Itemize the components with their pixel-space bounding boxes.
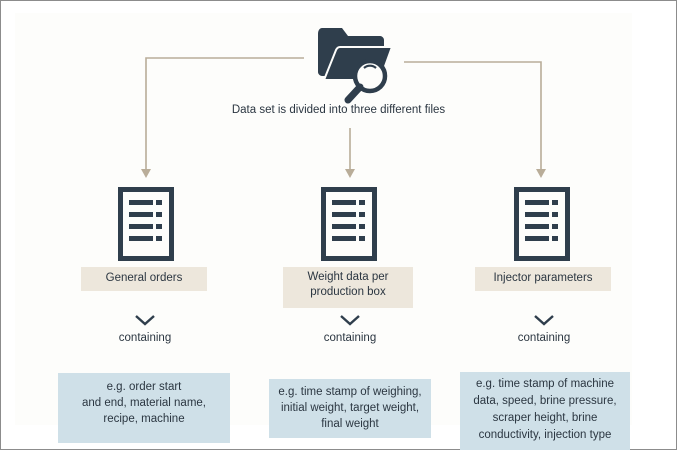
file-title-line: Weight data per: [307, 271, 389, 283]
file-title-injector-parameters: Injector parameters: [475, 267, 611, 291]
containing-label: containing: [118, 332, 172, 344]
content-line: e.g. order start: [106, 381, 182, 393]
content-box-weight-data: e.g. time stamp of weighing, initial wei…: [269, 379, 431, 438]
content-box-injector-parameters: e.g. time stamp of machine data, speed, …: [460, 372, 630, 450]
arrowhead-center: [345, 169, 355, 178]
content-line: conductivity, injection type: [478, 429, 612, 441]
content-line: e.g. time stamp of weighing,: [278, 386, 422, 398]
document-list-icon: [514, 187, 570, 261]
containing-label: containing: [323, 332, 377, 344]
document-list-icon: [321, 187, 377, 261]
content-box-general-orders: e.g. order start and end, material name,…: [58, 373, 230, 443]
arrow-right: [404, 61, 542, 170]
folder-search-icon: [318, 28, 394, 104]
chevron-down-icon: [340, 315, 360, 326]
file-title-line: Injector parameters: [493, 272, 593, 284]
document-list-icon: [118, 187, 174, 261]
file-title-general-orders: General orders: [81, 267, 207, 291]
content-line: data, speed, brine pressure,: [473, 395, 617, 407]
content-line: initial weight, target weight,: [280, 402, 420, 414]
diagram-caption: Data set is divided into three different…: [231, 104, 446, 116]
chevron-down-icon: [135, 315, 155, 326]
arrowhead-left: [141, 169, 151, 178]
content-line: scraper height, brine: [492, 412, 598, 424]
file-title-weight-data: Weight data per production box: [283, 267, 413, 308]
content-line: final weight: [321, 418, 379, 430]
content-line: e.g. time stamp of machine: [475, 378, 615, 390]
arrow-left: [145, 57, 304, 170]
file-title-line: General orders: [105, 272, 183, 284]
chevron-down-icon: [534, 315, 554, 326]
arrowhead-right: [536, 169, 546, 178]
content-line: and end, material name,: [81, 397, 207, 409]
containing-label: containing: [517, 332, 571, 344]
file-title-line: production box: [310, 286, 386, 298]
content-line: recipe, machine: [103, 413, 185, 425]
